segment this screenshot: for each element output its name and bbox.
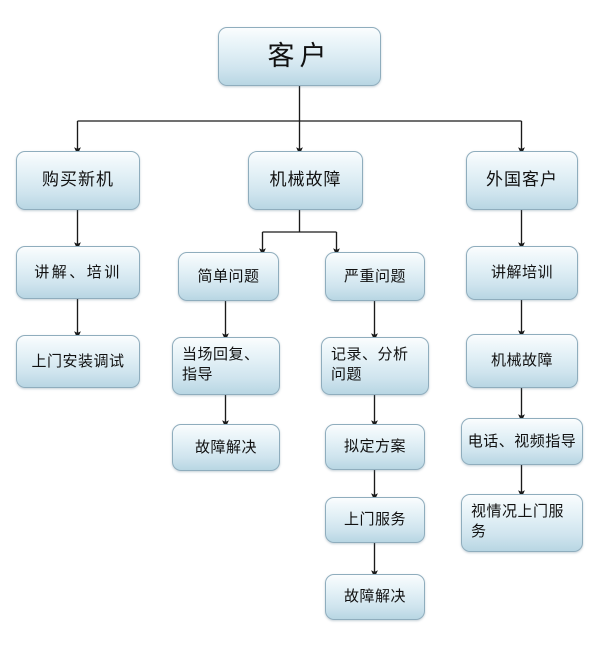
node-label: 严重问题: [343, 266, 406, 285]
node-onsite-installation-debugging[interactable]: 上门安装调试: [16, 335, 140, 388]
node-label: 电话、视频指导: [467, 431, 577, 450]
node-label: 客户: [267, 40, 332, 72]
node-simple-problem[interactable]: 简单问题: [178, 252, 279, 301]
node-phone-video-guidance[interactable]: 电话、视频指导: [461, 418, 583, 465]
node-label: 购买新机: [42, 170, 114, 191]
node-label: 外国客户: [486, 170, 558, 191]
node-label: 讲解培训: [490, 263, 553, 282]
node-label: 故障解决: [343, 587, 406, 606]
node-onsite-reply-guidance[interactable]: 当场回复、指导: [172, 337, 280, 395]
node-label: 拟定方案: [343, 437, 406, 456]
node-label: 机械故障: [269, 170, 342, 191]
node-record-analyze-problem[interactable]: 记录、分析问题: [321, 337, 429, 395]
node-onsite-service-as-needed[interactable]: 视情况上门服务: [461, 494, 583, 552]
node-label: 上门安装调试: [31, 351, 125, 370]
node-branch-foreign-customer[interactable]: 外国客户: [466, 151, 578, 210]
node-label: 视情况上门服务: [471, 502, 565, 540]
node-label: 记录、分析问题: [331, 345, 409, 383]
node-branch-mechanical-failure[interactable]: 机械故障: [248, 151, 363, 210]
node-serious-problem[interactable]: 严重问题: [325, 252, 425, 301]
node-label: 当场回复、指导: [182, 345, 260, 383]
node-fault-resolved-simple[interactable]: 故障解决: [172, 424, 280, 471]
node-label: 机械故障: [490, 351, 553, 370]
node-explanation-training[interactable]: 讲解、培训: [16, 246, 140, 299]
node-mechanical-failure-foreign[interactable]: 机械故障: [466, 334, 578, 388]
node-onsite-service[interactable]: 上门服务: [325, 497, 425, 543]
node-fault-resolved-serious[interactable]: 故障解决: [325, 574, 425, 620]
node-draft-plan[interactable]: 拟定方案: [325, 424, 425, 470]
node-label: 简单问题: [197, 266, 260, 285]
node-label: 讲解、培训: [34, 262, 122, 281]
node-root-customer[interactable]: 客户: [218, 27, 381, 86]
node-branch-purchase-new-machine[interactable]: 购买新机: [16, 151, 140, 210]
node-label: 故障解决: [194, 437, 257, 456]
node-label: 上门服务: [343, 510, 406, 529]
node-explanation-training-foreign[interactable]: 讲解培训: [466, 246, 578, 300]
